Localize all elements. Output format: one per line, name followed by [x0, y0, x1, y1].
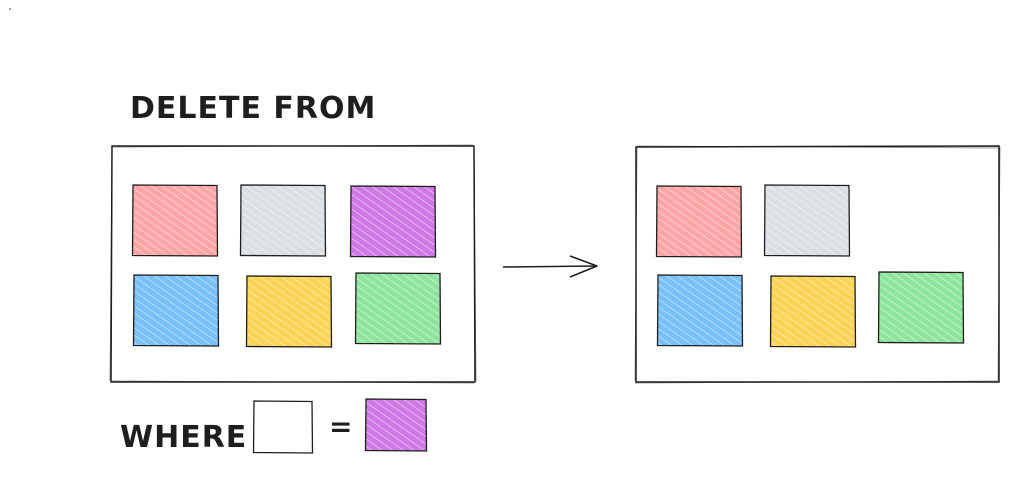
cell-hatch: [765, 185, 849, 256]
cell-hatch: [241, 185, 325, 256]
cell-border: [877, 271, 965, 344]
cell-hatch: [247, 276, 331, 347]
cell-border: [656, 274, 744, 347]
cell-green: [354, 272, 442, 345]
cell-yellow: [769, 275, 857, 348]
cell-border: [349, 185, 437, 258]
cell-hatch: [133, 185, 217, 256]
arrow-head: [569, 255, 598, 278]
after-table: [634, 145, 1001, 384]
cell-border: [245, 275, 333, 348]
cell-green: [877, 271, 965, 344]
before-table-frame-sketch: [109, 144, 477, 384]
cell-hatch: [351, 186, 435, 257]
cell-border: [364, 398, 428, 452]
cell-border: [354, 272, 442, 345]
cell-hatch: [657, 186, 741, 257]
before-table: [109, 144, 477, 384]
cell-border: [763, 184, 851, 257]
cell-hatch: [366, 399, 426, 451]
stray-dot: [9, 8, 11, 10]
cell-border: [131, 184, 219, 257]
cell-border: [655, 185, 743, 258]
diagram-title: DELETE FROM: [130, 91, 376, 126]
cell-blue: [132, 274, 220, 347]
where-condition: WHERE =: [120, 398, 428, 455]
cell-purple: [349, 185, 437, 258]
arrow-shaft: [502, 265, 597, 268]
cell-red: [131, 184, 219, 257]
transform-arrow: [502, 255, 598, 278]
cell-gray: [239, 184, 327, 257]
cell-border: [239, 184, 327, 257]
cell-empty: [252, 400, 314, 454]
cell-hatch: [879, 272, 963, 343]
where-label: WHERE: [120, 420, 247, 455]
cell-hatch: [658, 275, 742, 346]
cell-yellow: [245, 275, 333, 348]
cell-hatch: [134, 275, 218, 346]
cell-red: [655, 185, 743, 258]
cell-blue: [656, 274, 744, 347]
cell-gray: [763, 184, 851, 257]
equals-operator: =: [329, 410, 353, 443]
cell-fill: [254, 401, 312, 453]
cell-border: [252, 400, 314, 454]
cell-purple: [364, 398, 428, 452]
cell-hatch: [771, 276, 855, 347]
after-table-frame-sketch: [634, 145, 1001, 384]
cell-border: [769, 275, 857, 348]
cell-hatch: [356, 273, 440, 344]
cell-border: [132, 274, 220, 347]
